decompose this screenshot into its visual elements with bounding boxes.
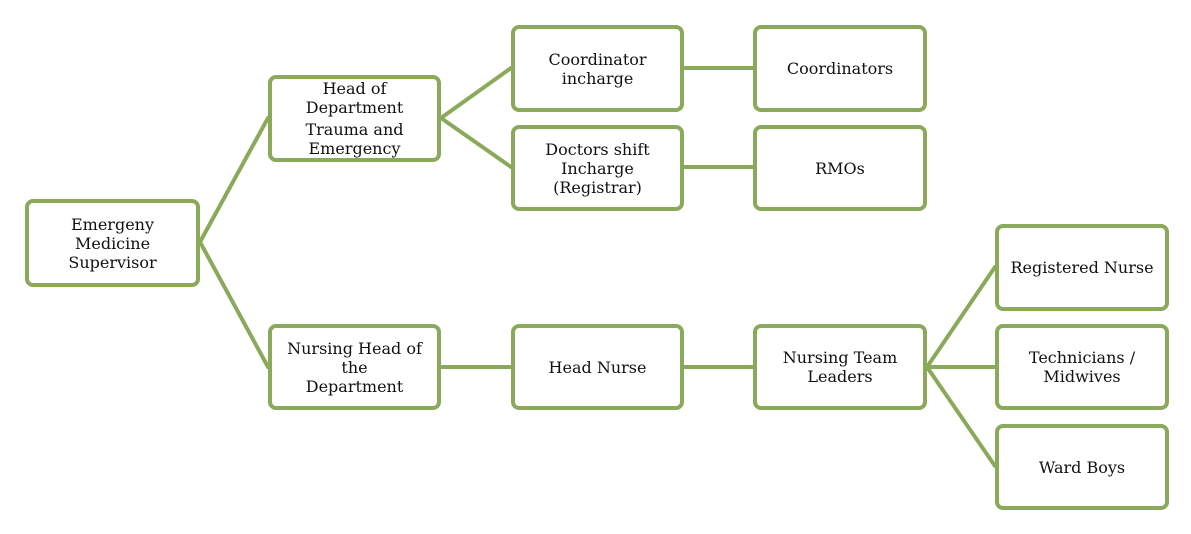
node-label-line: Coordinators bbox=[786, 59, 894, 78]
connector-supervisor-nursing-hod bbox=[198, 240, 270, 369]
connector-team-leaders-ward-boys bbox=[925, 365, 997, 468]
connector-supervisor-hod bbox=[198, 116, 270, 244]
node-doctors-shift-incharge: Doctors shift Incharge (Registrar) bbox=[511, 125, 684, 211]
node-label-line: Midwives bbox=[1043, 367, 1121, 386]
node-label-line: Technicians / bbox=[1028, 348, 1136, 367]
node-ward-boys: Ward Boys bbox=[995, 424, 1169, 510]
connector-team-leaders-registered-nurse bbox=[925, 265, 997, 369]
node-label-line: Coordinator incharge bbox=[548, 49, 647, 88]
node-head-of-department-trauma: Head of Department Trauma and Emergency bbox=[268, 75, 441, 162]
node-technicians-midwives: Technicians / Midwives bbox=[995, 324, 1169, 410]
node-emergency-medicine-supervisor: Emergeny Medicine Supervisor bbox=[25, 199, 200, 287]
node-label-line: Head Nurse bbox=[548, 357, 647, 377]
node-label-line: Ward Boys bbox=[1038, 457, 1126, 477]
node-nursing-head-of-department: Nursing Head of the Department bbox=[268, 324, 441, 410]
node-label-line: Department bbox=[305, 376, 404, 396]
node-label-line: Registered Nurse bbox=[1010, 258, 1154, 277]
node-label-line: Nursing Team bbox=[782, 348, 898, 367]
node-label-line: Trauma and bbox=[305, 120, 404, 139]
node-label-line: RMOs bbox=[815, 158, 865, 178]
node-label-line: Nursing Head of the bbox=[287, 338, 422, 377]
node-label-line: Supervisor bbox=[68, 252, 157, 272]
connector-hod-coordinator-incharge bbox=[439, 66, 513, 120]
node-label-line: Incharge (Registrar) bbox=[553, 158, 642, 197]
node-label-line: Emergeny Medicine bbox=[70, 214, 155, 253]
node-label-line: Doctors shift bbox=[545, 139, 650, 159]
node-coordinator-incharge: Coordinator incharge bbox=[511, 25, 684, 112]
node-label-line: Head of Department bbox=[305, 79, 404, 117]
node-head-nurse: Head Nurse bbox=[511, 324, 684, 410]
connector-hod-doctors-shift bbox=[439, 116, 513, 169]
node-label-line: Leaders bbox=[807, 367, 873, 386]
node-label-line: Emergency bbox=[308, 139, 401, 158]
node-rmos: RMOs bbox=[753, 125, 927, 211]
node-coordinators: Coordinators bbox=[753, 25, 927, 112]
node-nursing-team-leaders: Nursing Team Leaders bbox=[753, 324, 927, 410]
node-registered-nurse: Registered Nurse bbox=[995, 224, 1169, 311]
